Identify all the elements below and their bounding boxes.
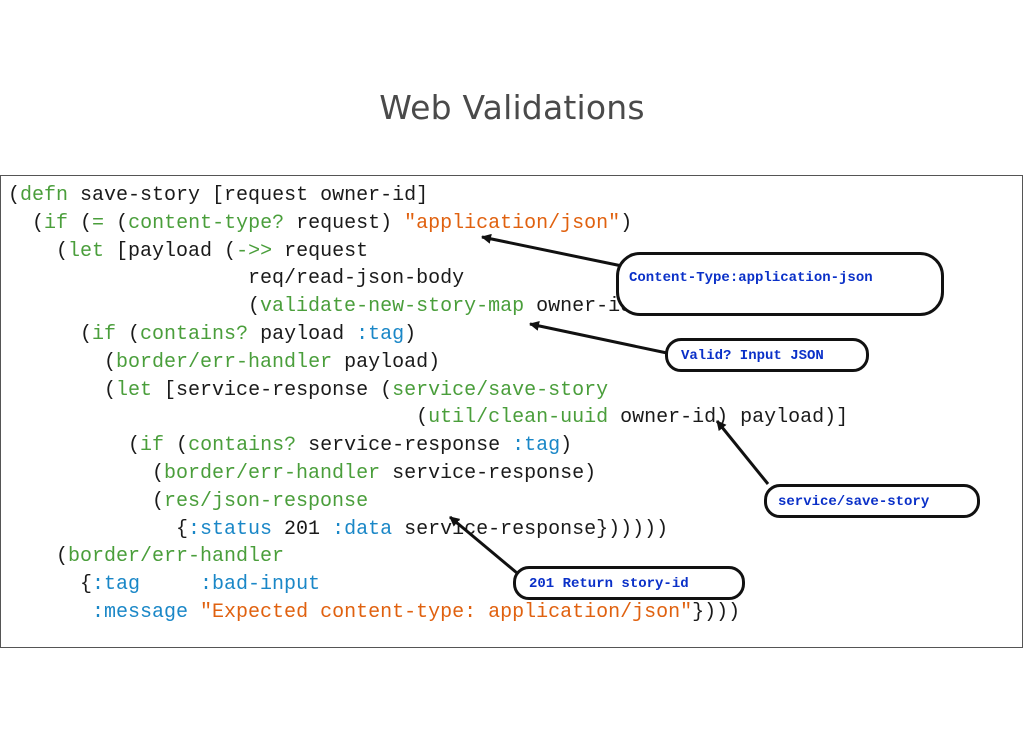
code-line: (if (contains? payload :tag)	[8, 323, 416, 347]
callout-save-story: service/save-story	[764, 484, 980, 518]
code-token: contains?	[188, 434, 297, 458]
code-token: (	[8, 323, 93, 346]
code-token: :bad-input	[200, 573, 321, 597]
code-token: (	[8, 378, 117, 402]
code-line: (validate-new-story-map owner-id))]	[8, 295, 668, 319]
code-token	[188, 601, 200, 624]
code-token: (	[68, 211, 93, 235]
code-line: (res/json-response	[8, 490, 368, 514]
code-token: service-response	[296, 434, 513, 458]
code-line: (util/clean-uuid owner-id) payload)]	[8, 406, 848, 430]
code-token	[8, 601, 92, 624]
code-token: payload)	[332, 350, 441, 374]
code-token: :message	[92, 601, 189, 624]
code-token: (	[8, 350, 117, 374]
code-token: (	[8, 295, 261, 319]
code-token: (	[8, 211, 45, 235]
code-token: (	[8, 545, 69, 569]
code-line: {:tag :bad-input	[8, 573, 320, 597]
code-line: {:status 201 :data service-response}))))…	[8, 518, 668, 542]
code-line: (border/err-handler payload)	[8, 351, 440, 375]
code-token: )	[404, 323, 417, 346]
code-token: {	[8, 517, 189, 541]
code-token: (	[8, 489, 165, 513]
code-token: (	[8, 406, 429, 430]
code-token: service-response})))))	[392, 517, 669, 541]
code-line: (if (contains? service-response :tag)	[8, 434, 572, 458]
code-token: service/save-story	[392, 378, 609, 402]
code-token: (	[8, 239, 69, 263]
code-token: (	[104, 211, 129, 235]
code-token: content-type?	[128, 211, 285, 235]
code-token: [service-response (	[152, 378, 393, 402]
code-token: (	[8, 462, 165, 485]
code-token: (	[164, 434, 189, 458]
code-line: (let [payload (->> request	[8, 240, 368, 264]
code-line: (border/err-handler	[8, 545, 284, 569]
callout-return-id: 201 Return story-id	[513, 566, 745, 600]
code-token: :status	[188, 517, 273, 541]
callout-return-id-text: 201 Return story-id	[529, 576, 689, 592]
code-token: save-story [request owner-id]	[68, 184, 429, 207]
code-panel	[0, 175, 1023, 648]
code-line: (defn save-story [request owner-id]	[8, 184, 428, 208]
code-token: util/clean-uuid	[428, 406, 609, 430]
code-token: "Expected content-type: application/json…	[200, 601, 693, 624]
code-token: :tag	[92, 573, 141, 597]
code-line: :message "Expected content-type: applica…	[8, 601, 740, 625]
code-token: [payload (	[104, 239, 237, 263]
code-token: if	[140, 434, 165, 458]
slide-title: Web Validations	[379, 88, 645, 127]
code-line: (let [service-response (service/save-sto…	[8, 379, 608, 403]
code-token	[140, 573, 200, 596]
code-token: request)	[284, 211, 405, 235]
code-token: req/read-json-body	[8, 267, 465, 291]
code-token: {	[8, 573, 93, 597]
code-token: border/err-handler	[68, 545, 285, 569]
code-token: 201	[272, 517, 333, 541]
code-token: :tag	[512, 434, 561, 458]
callout-content-type-text: Content-Type:application-json	[629, 270, 873, 286]
callout-save-story-text: service/save-story	[778, 494, 930, 510]
code-token: :tag	[356, 323, 405, 346]
code-token: if	[92, 323, 117, 346]
code-token: res/json-response	[164, 489, 369, 513]
code-token: owner-id) payload)]	[608, 406, 849, 430]
code-token: let	[68, 239, 105, 263]
code-token: ->>	[236, 239, 273, 263]
code-line: (if (= (content-type? request) "applicat…	[8, 212, 632, 236]
code-token: :data	[332, 517, 393, 541]
code-token: border/err-handler	[164, 462, 381, 485]
code-token: contains?	[140, 323, 249, 346]
code-token: defn	[20, 184, 69, 207]
code-token: (	[8, 434, 141, 458]
code-token: service-response)	[380, 462, 597, 485]
callout-content-type: Content-Type:application-json	[616, 252, 944, 316]
code-token: border/err-handler	[116, 350, 333, 374]
code-token: (	[8, 184, 21, 207]
code-token: let	[116, 378, 153, 402]
code-token: )	[620, 211, 633, 235]
code-token: payload	[248, 323, 357, 346]
code-token: if	[44, 211, 69, 235]
code-token: validate-new-story-map	[260, 295, 525, 319]
code-line: req/read-json-body	[8, 267, 464, 291]
code-token: )	[560, 434, 573, 458]
callout-valid-input-text: Valid? Input JSON	[681, 348, 824, 364]
code-token: })))	[692, 601, 741, 624]
code-token: "application/json"	[404, 211, 621, 235]
code-token: =	[92, 211, 105, 235]
code-token: (	[116, 323, 141, 346]
callout-valid-input: Valid? Input JSON	[665, 338, 869, 372]
code-line: (border/err-handler service-response)	[8, 462, 596, 486]
code-token: request	[272, 239, 369, 263]
